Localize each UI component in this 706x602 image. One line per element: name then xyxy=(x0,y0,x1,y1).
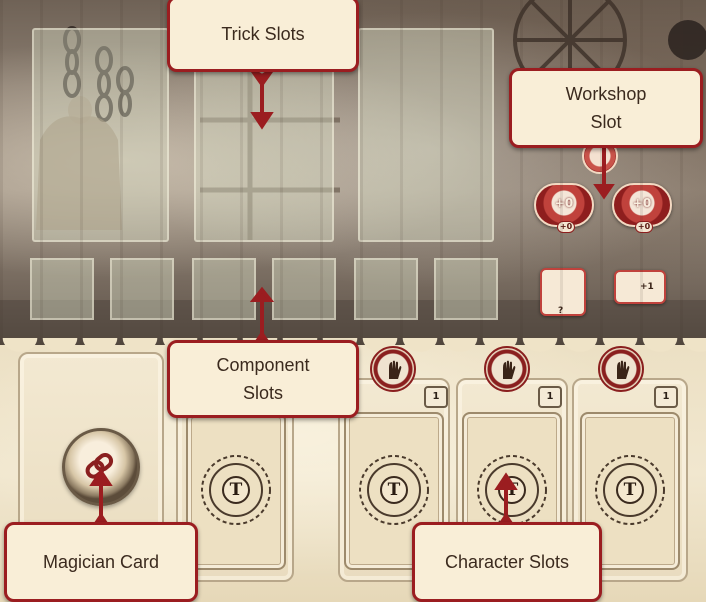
cost-badge: 1 xyxy=(654,386,678,408)
cost-badge: 1 xyxy=(424,386,448,408)
card-back-letter: T xyxy=(504,480,520,500)
callout-component-line2: Slots xyxy=(243,379,283,407)
glove-icon xyxy=(613,360,631,380)
callout-magician-card: Magician Card xyxy=(4,522,198,602)
callout-trick-slots-text: Trick Slots xyxy=(221,20,304,48)
callout-magician-card-text: Magician Card xyxy=(43,548,159,576)
glove-badge xyxy=(598,346,644,392)
card-back-letter: T xyxy=(386,480,402,500)
card-back-letter: T xyxy=(228,480,244,500)
glove-badge xyxy=(484,346,530,392)
callout-workshop-slot: Workshop Slot xyxy=(509,68,703,148)
callout-trick-slots: Trick Slots xyxy=(167,0,359,72)
callout-workshop-line2: Slot xyxy=(590,108,621,136)
card-back-letter: T xyxy=(622,480,638,500)
glove-icon xyxy=(499,360,517,380)
callout-character-slots-text: Character Slots xyxy=(445,548,569,576)
callout-workshop-line1: Workshop xyxy=(566,80,647,108)
glove-badge xyxy=(370,346,416,392)
callout-character-slots: Character Slots xyxy=(412,522,602,602)
callout-component-slots: Component Slots xyxy=(167,340,359,418)
glove-icon xyxy=(385,360,403,380)
callout-component-line1: Component xyxy=(216,351,309,379)
cost-badge: 1 xyxy=(538,386,562,408)
